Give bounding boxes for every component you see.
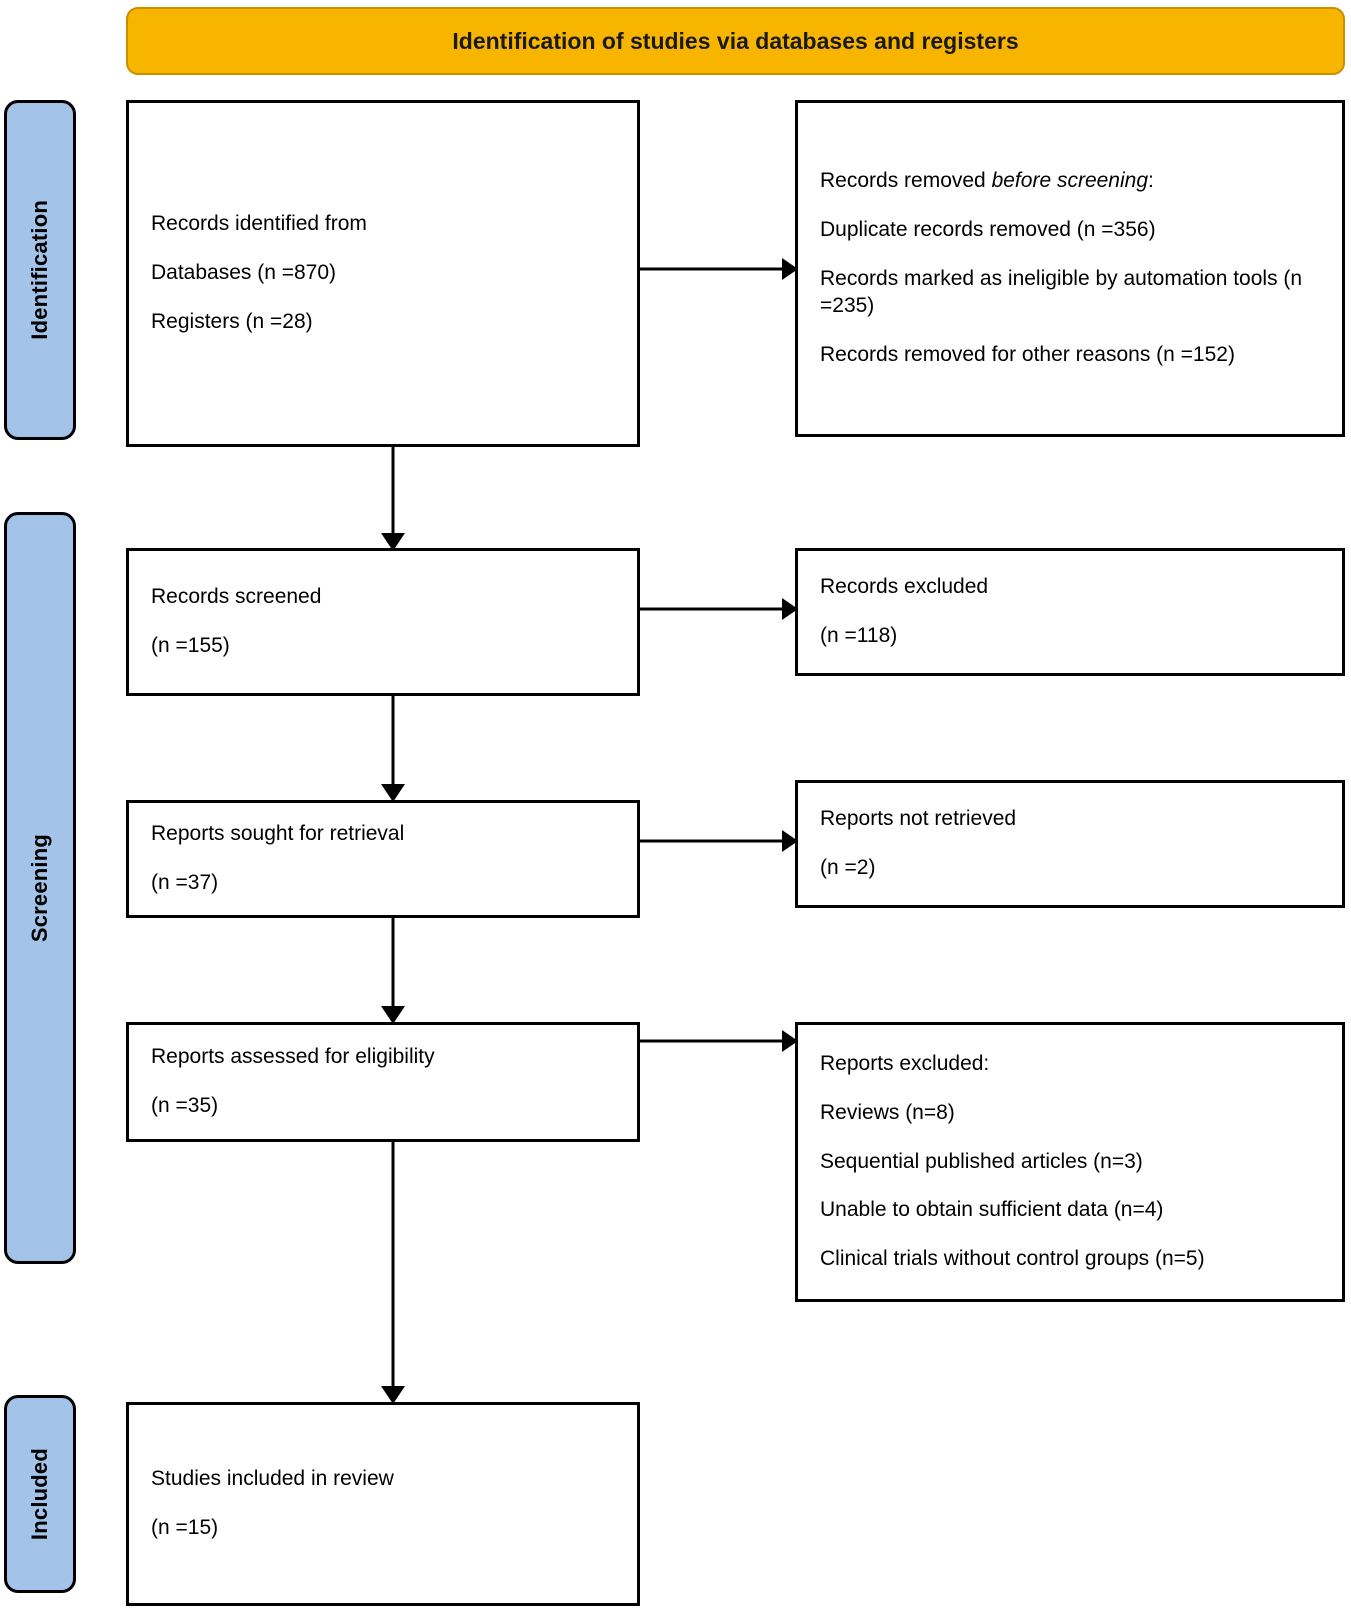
records-excluded-line-1: Records excluded [820, 575, 989, 599]
stage-label-included: Included [27, 1447, 52, 1541]
box-records-identified: Records identified from Databases (n =87… [126, 100, 640, 447]
records-removed-line-1: Records removed before screening: [820, 169, 1154, 193]
connector-screened-to-excluded [640, 590, 798, 628]
reports-sought-line-2: (n =37) [151, 871, 219, 894]
box-reports-assessed-for-eligibility: Reports assessed for eligibility (n =35) [126, 1022, 640, 1142]
reports-excluded-line-4: Unable to obtain sufficient data (n=4) [820, 1198, 1164, 1222]
header-banner: Identification of studies via databases … [126, 7, 1345, 75]
reports-assessed-line-1: Reports assessed for eligibility [151, 1045, 435, 1069]
records-removed-line-3: Records marked as ineligible by automati… [820, 267, 1303, 317]
connector-screened-to-sought [376, 696, 410, 802]
stage-bar-identification: Identification [4, 100, 76, 440]
stage-label-screening: Screening [27, 833, 52, 943]
connector-assessed-to-reports-excluded [640, 1022, 798, 1060]
box-studies-included-in-review: Studies included in review (n =15) [126, 1402, 640, 1606]
records-excluded-line-2: (n =118) [820, 624, 898, 647]
page-title: Identification of studies via databases … [452, 27, 1019, 54]
box-reports-excluded: Reports excluded: Reviews (n=8) Sequenti… [795, 1022, 1345, 1302]
box-records-removed-before-screening: Records removed before screening: Duplic… [795, 100, 1345, 437]
connector-assessed-to-studies-included [376, 1142, 410, 1404]
records-identified-line-2: Databases (n =870) [151, 261, 337, 285]
box-records-screened: Records screened (n =155) [126, 548, 640, 696]
studies-included-line-1: Studies included in review [151, 1467, 394, 1491]
stage-bar-screening: Screening [4, 512, 76, 1264]
box-reports-not-retrieved: Reports not retrieved (n =2) [795, 780, 1345, 908]
connector-identified-to-screened [376, 447, 410, 551]
reports-not-retrieved-line-2: (n =2) [820, 856, 876, 879]
connector-sought-to-assessed [376, 918, 410, 1024]
reports-excluded-line-3: Sequential published articles (n=3) [820, 1149, 1143, 1173]
records-screened-line-2: (n =155) [151, 634, 230, 657]
reports-sought-line-1: Reports sought for retrieval [151, 822, 405, 846]
box-reports-sought-for-retrieval: Reports sought for retrieval (n =37) [126, 800, 640, 918]
reports-excluded-line-2: Reviews (n=8) [820, 1100, 955, 1124]
studies-included-line-2: (n =15) [151, 1516, 219, 1539]
stage-bar-included: Included [4, 1395, 76, 1593]
records-removed-line-4: Records removed for other reasons (n =15… [820, 342, 1235, 366]
box-records-excluded: Records excluded (n =118) [795, 548, 1345, 676]
connector-sought-to-not-retrieved [640, 822, 798, 860]
connector-identified-to-removed [640, 250, 798, 288]
records-identified-line-3: Registers (n =28) [151, 309, 313, 333]
reports-excluded-line-1: Reports excluded: [820, 1051, 990, 1075]
records-identified-line-1: Records identified from [151, 212, 367, 236]
reports-excluded-line-5: Clinical trials without control groups (… [820, 1247, 1205, 1271]
records-screened-line-1: Records screened [151, 585, 322, 609]
reports-assessed-line-2: (n =35) [151, 1094, 219, 1117]
stage-label-identification: Identification [27, 200, 52, 340]
reports-not-retrieved-line-1: Reports not retrieved [820, 807, 1017, 831]
records-removed-line-2: Duplicate records removed (n =356) [820, 218, 1156, 242]
